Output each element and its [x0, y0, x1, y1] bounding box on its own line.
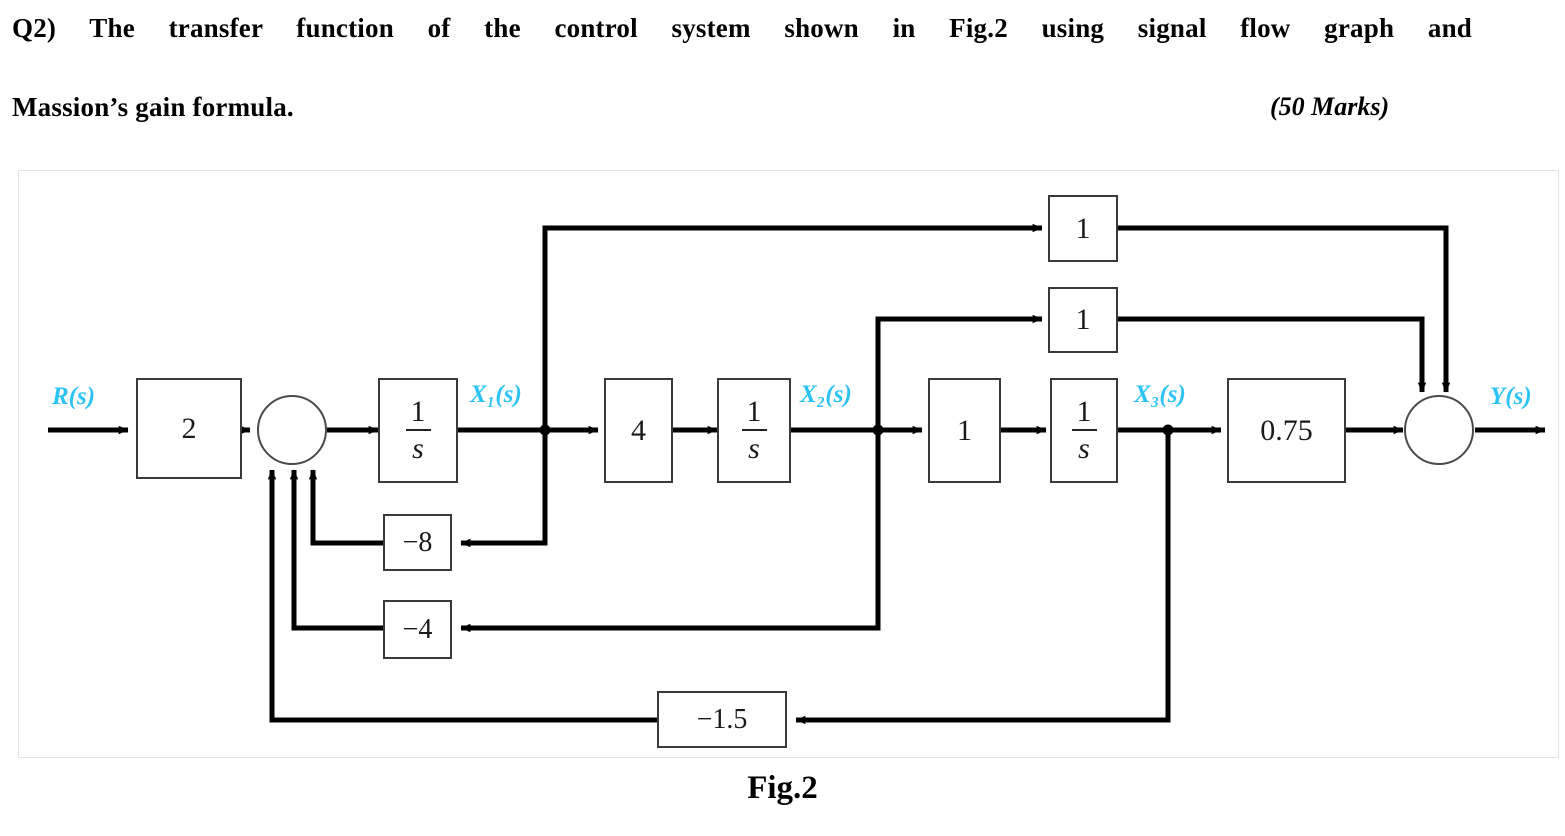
- signal-label-output: Y(s): [1490, 383, 1532, 410]
- signal-label-x2: X₂(s): [800, 381, 852, 408]
- block-gain-075: 0.75: [1227, 378, 1346, 483]
- fraction-bar: [741, 429, 767, 431]
- input-summing-junction: [257, 395, 327, 465]
- block-gain-top-1: 1: [1048, 195, 1118, 262]
- block-gain-neg-8-label: −8: [402, 526, 433, 558]
- block-gain-neg-15-label: −1.5: [696, 703, 748, 735]
- figure-caption: Fig.2: [747, 770, 818, 806]
- fraction-denominator: s: [412, 432, 424, 465]
- question-header: Q2) The transfer function of the control…: [0, 0, 1565, 160]
- block-gain-neg-8: −8: [383, 514, 452, 571]
- fraction-bar: [1071, 429, 1097, 431]
- question-line-2: Massion’s gain formula.: [12, 92, 294, 122]
- question-line-1: Q2) The transfer function of the control…: [12, 13, 1472, 43]
- block-integrator-3: 1 s: [1050, 378, 1118, 483]
- signal-label-x3: X₃(s): [1134, 381, 1186, 408]
- signal-label-input: R(s): [52, 383, 96, 410]
- fraction-bar: [405, 429, 431, 431]
- fraction-denominator: s: [748, 432, 760, 465]
- block-gain-4-label: 4: [631, 413, 646, 447]
- block-gain-neg-15: −1.5: [657, 691, 787, 748]
- block-gain-mid-1-label: 1: [1075, 303, 1091, 336]
- signal-label-x1: X₁(s): [470, 381, 522, 408]
- block-gain-1-forward: 1: [928, 378, 1001, 483]
- block-gain-mid-1: 1: [1048, 287, 1118, 353]
- output-summing-junction: [1404, 395, 1474, 465]
- block-gain-1-forward-label: 1: [957, 413, 972, 447]
- block-gain-075-label: 0.75: [1260, 413, 1313, 447]
- block-gain-neg-4-label: −4: [402, 613, 433, 645]
- fraction-1-over-s: 1 s: [741, 395, 767, 465]
- block-gain-2: 2: [136, 378, 242, 479]
- block-integrator-1: 1 s: [378, 378, 458, 483]
- fraction-numerator: 1: [410, 395, 426, 428]
- fraction-1-over-s: 1 s: [1071, 395, 1097, 465]
- fraction-1-over-s: 1 s: [405, 395, 431, 465]
- block-gain-2-label: 2: [181, 411, 197, 445]
- marks-label: (50 Marks): [1270, 92, 1390, 121]
- fraction-numerator: 1: [746, 395, 762, 428]
- block-integrator-2: 1 s: [717, 378, 791, 483]
- block-gain-top-1-label: 1: [1075, 211, 1091, 245]
- block-gain-neg-4: −4: [383, 600, 452, 659]
- fraction-numerator: 1: [1076, 395, 1092, 428]
- block-gain-4: 4: [604, 378, 673, 483]
- fraction-denominator: s: [1078, 432, 1090, 465]
